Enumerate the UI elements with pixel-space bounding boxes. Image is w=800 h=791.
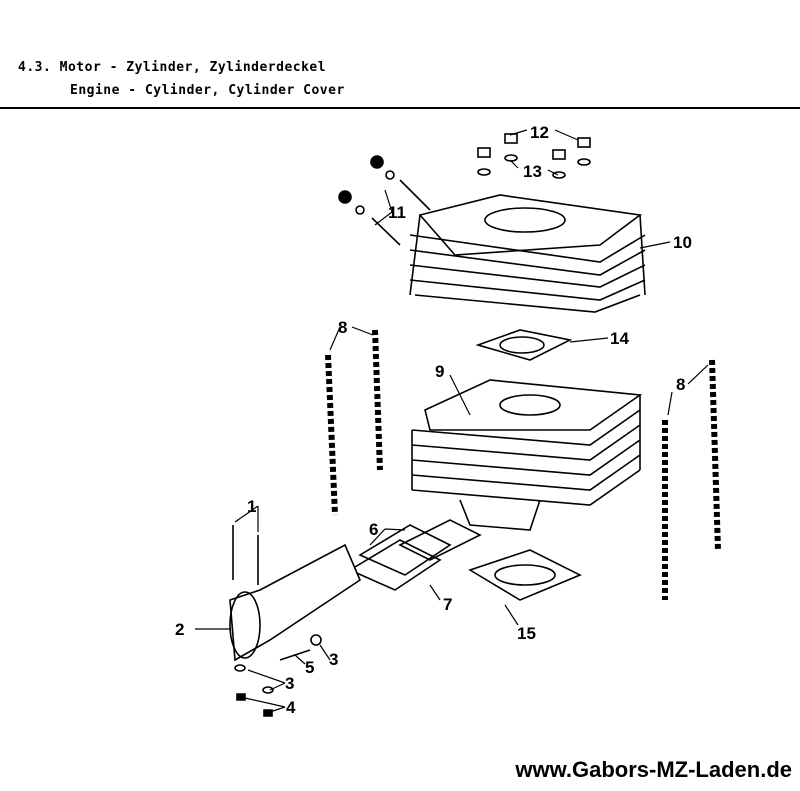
callout-1: 1	[247, 497, 256, 516]
leader-lines	[195, 129, 709, 713]
callout-8-right: 8	[676, 375, 685, 394]
callout-10: 10	[673, 233, 692, 252]
callout-2: 2	[175, 620, 184, 639]
callout-7: 7	[443, 595, 452, 614]
intake-gaskets	[348, 519, 582, 601]
intake-manifold	[229, 525, 361, 717]
callout-13: 13	[523, 162, 542, 181]
callout-8-left: 8	[338, 318, 347, 337]
rubber-damper-strips	[325, 329, 721, 600]
nuts-and-washers	[477, 133, 591, 179]
callout-3-lower: 3	[285, 674, 294, 693]
head-gasket	[475, 329, 573, 361]
website-watermark: www.Gabors-MZ-Laden.de	[515, 757, 792, 782]
callout-11: 11	[388, 203, 406, 222]
callout-9: 9	[435, 362, 444, 381]
callout-3-upper: 3	[329, 650, 338, 669]
callout-4: 4	[286, 698, 296, 717]
callout-15: 15	[517, 624, 536, 643]
section-title-english: Engine - Cylinder, Cylinder Cover	[70, 83, 345, 98]
cylinder-cover	[409, 194, 646, 313]
callout-14: 14	[610, 329, 629, 348]
callout-6: 6	[369, 520, 378, 539]
header-divider	[0, 107, 800, 109]
callout-5: 5	[305, 658, 314, 677]
callout-12: 12	[530, 123, 549, 142]
studs	[338, 155, 431, 246]
exploded-parts-diagram: 12 13 11 10 14 8 9 8 1 6 2 7 15 5 3 3 4	[175, 123, 721, 717]
cylinder	[411, 379, 643, 531]
section-title-german: 4.3. Motor - Zylinder, Zylinderdeckel	[18, 60, 327, 75]
